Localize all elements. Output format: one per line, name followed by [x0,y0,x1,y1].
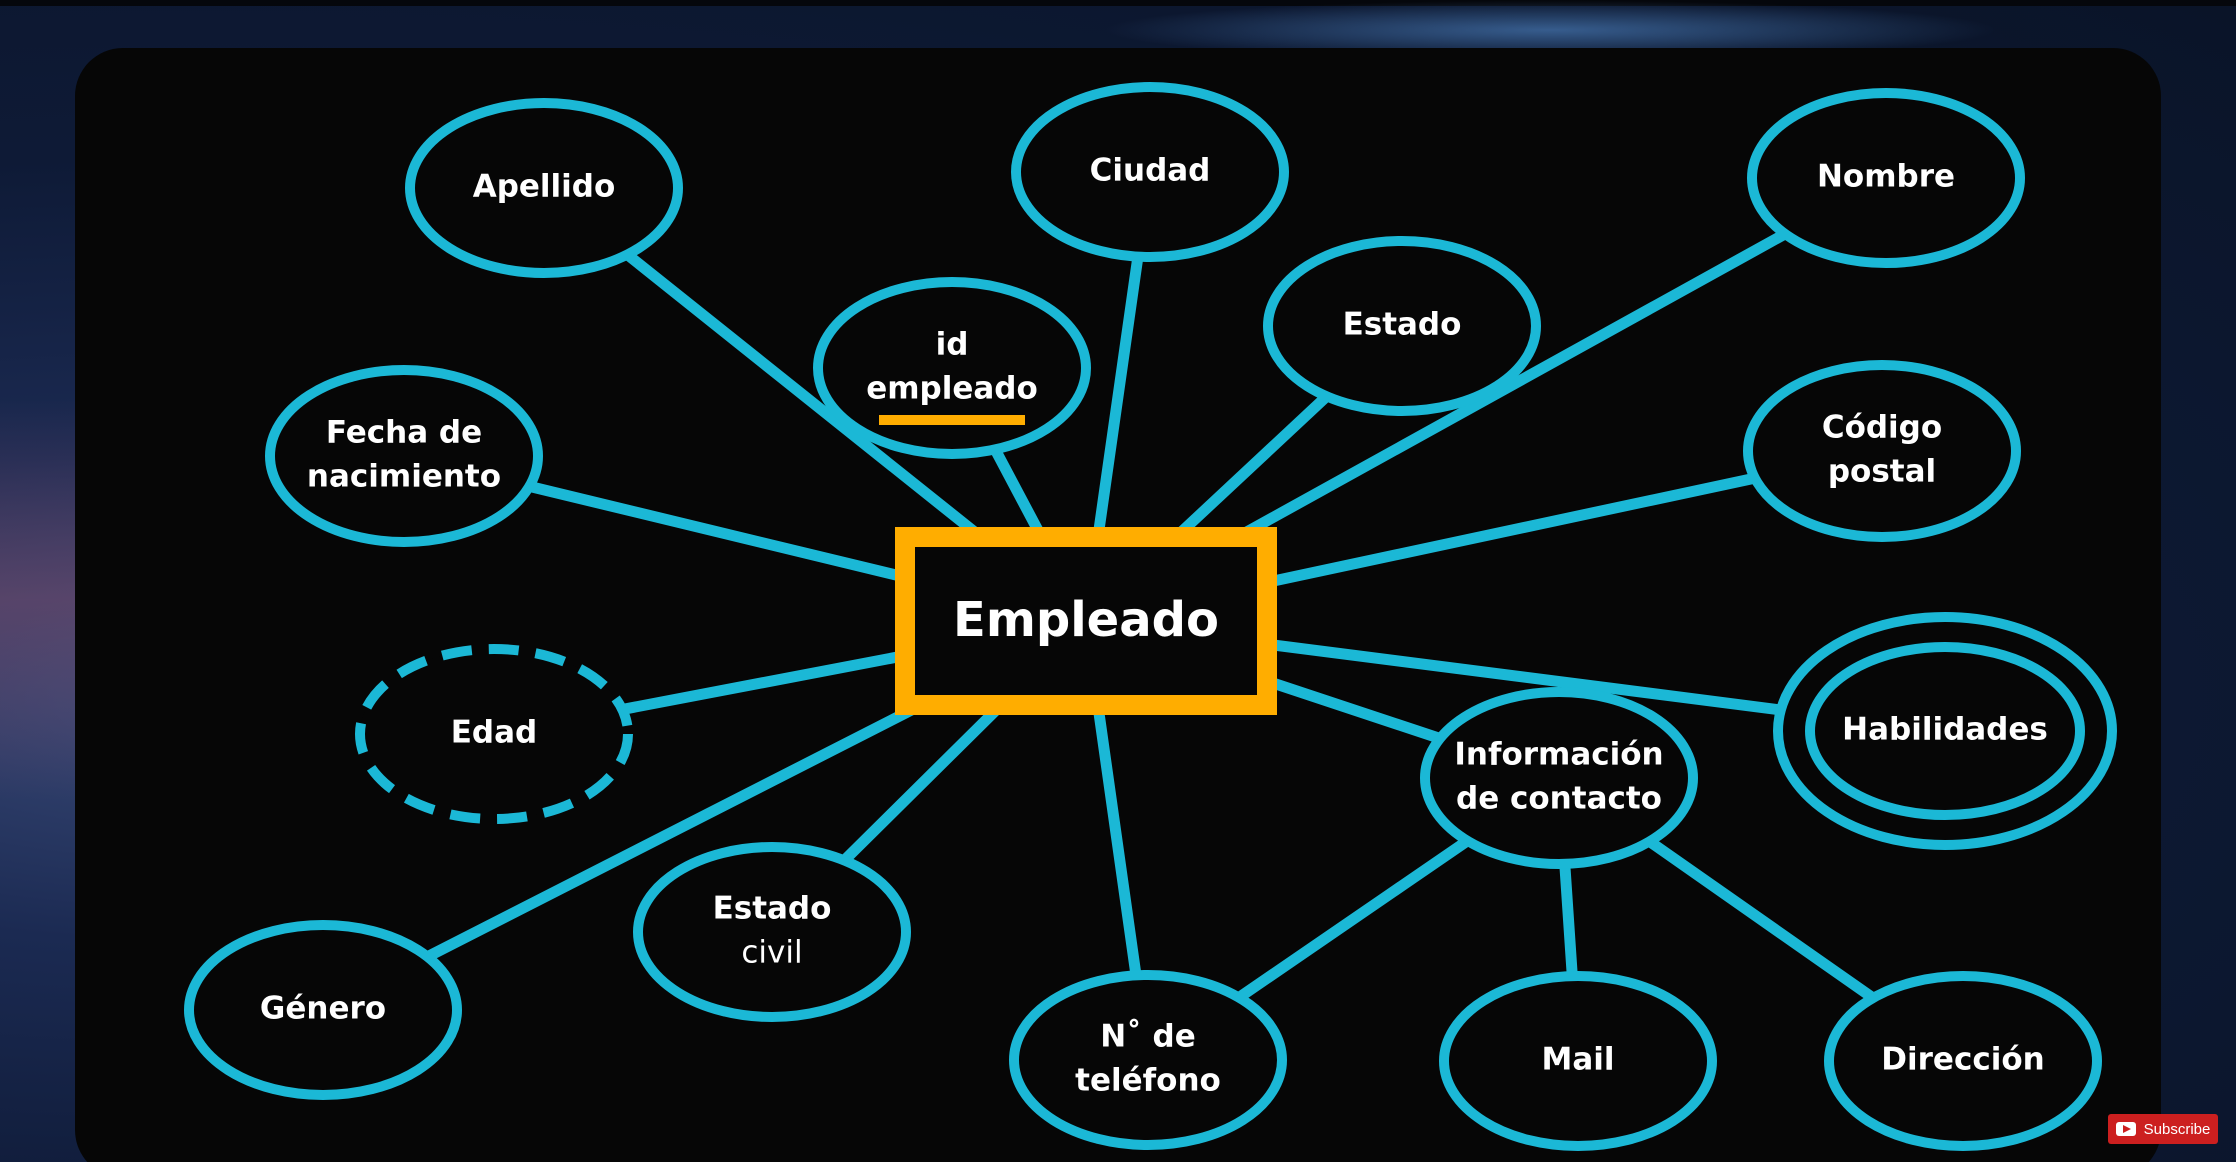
attribute-habilidades-inner-ellipse [1805,642,2085,820]
attribute-mail-background [1444,976,1712,1146]
attribute-fecha-de-nacimiento-label-line-2: nacimiento [307,459,501,495]
attribute-genero-background [189,925,457,1095]
attribute-informacion-de-contacto-label-line-2: de contacto [1456,781,1662,817]
entity-box [895,527,1277,715]
attribute-estado-label-line-1: Estado [1343,307,1462,343]
attribute-codigo-postal-label-line-2: postal [1828,454,1936,490]
attribute-codigo-postal-label-line-1: Código [1822,410,1942,446]
attribute-estado-civil-label-line-1: Estado [713,891,832,927]
youtube-icon [2115,1122,2136,1136]
attribute-habilidades-ellipse [1773,612,2117,850]
attribute-estado-civil: Estado civil [633,842,911,1022]
attribute-habilidades: Habilidades [1773,612,2117,850]
attribute-ciudad-background [1016,87,1284,257]
attribute-nombre-background [1752,93,2020,263]
subscribe-label: Subscribe [2143,1120,2211,1138]
attribute-id-empleado: id empleado [813,277,1091,459]
attribute-informacion-de-contacto-ellipse [1420,687,1698,869]
attribute-direccion-background [1829,976,2097,1146]
subscribe-button[interactable]: Subscribe [2108,1114,2218,1144]
background-glow [1100,0,2000,50]
attribute-estado-civil-background [638,847,906,1017]
attribute-numero-de-telefono-background [1014,975,1282,1145]
attribute-estado-ellipse [1263,236,1541,416]
attribute-estado-civil-label-line-2: civil [741,935,802,971]
attribute-id-empleado-background [818,282,1086,454]
attribute-ciudad: Ciudad [1011,82,1289,262]
attribute-apellido-background [410,103,678,273]
attribute-edad-label-line-1: Edad [451,715,537,751]
attribute-genero: Género [184,920,462,1100]
attribute-fecha-de-nacimiento-background [270,370,538,542]
attribute-codigo-postal: Código postal [1743,360,2021,542]
attribute-mail-label-line-1: Mail [1541,1042,1614,1078]
attribute-apellido-ellipse [405,98,683,278]
attribute-id-empleado-label-line-1: id [936,327,969,363]
attribute-direccion-ellipse [1824,971,2102,1151]
attribute-ciudad-ellipse [1011,82,1289,262]
attribute-codigo-postal-background [1748,365,2016,537]
attribute-numero-de-telefono-label-line-2: teléfono [1075,1063,1221,1099]
attribute-numero-de-telefono-ellipse [1009,970,1287,1150]
attribute-edad-ellipse [355,644,633,824]
background-glow-left [0,400,80,800]
attribute-fecha-de-nacimiento-label-line-1: Fecha de [326,415,482,451]
attribute-ciudad-label-line-1: Ciudad [1090,153,1211,189]
attribute-nombre-ellipse [1747,88,2025,268]
attribute-edad-background [360,649,628,819]
attribute-informacion-de-contacto: Información de contacto [1420,687,1698,869]
attribute-fecha-de-nacimiento: Fecha de nacimiento [265,365,543,547]
attribute-edad: Edad [355,644,633,824]
attribute-habilidades-background [1778,617,2112,845]
attribute-estado-civil-ellipse [633,842,911,1022]
attribute-numero-de-telefono-label-line-1: N˚ de [1100,1019,1195,1055]
attribute-estado: Estado [1263,236,1541,416]
attribute-nombre-label-line-1: Nombre [1817,159,1955,195]
attribute-genero-ellipse [184,920,462,1100]
attribute-informacion-de-contacto-label-line-1: Información [1454,737,1663,773]
attribute-direccion-label-line-1: Dirección [1881,1042,2044,1078]
attribute-informacion-de-contacto-background [1425,692,1693,864]
attribute-habilidades-label-line-1: Habilidades [1842,712,2048,748]
attribute-genero-label-line-1: Género [260,991,386,1027]
attribute-id-empleado-ellipse [813,277,1091,459]
attribute-estado-background [1268,241,1536,411]
attribute-id-empleado-label-line-2: empleado [866,371,1038,407]
entity-label: Empleado [953,592,1219,648]
entity-empleado: Empleado [895,527,1277,715]
attribute-fecha-de-nacimiento-ellipse [265,365,543,547]
attribute-apellido: Apellido [405,98,683,278]
attribute-direccion: Dirección [1824,971,2102,1151]
attribute-mail: Mail [1439,971,1717,1151]
attribute-apellido-label-line-1: Apellido [473,169,616,205]
attribute-numero-de-telefono: N˚ de teléfono [1009,970,1287,1150]
attribute-codigo-postal-ellipse [1743,360,2021,542]
attribute-nombre: Nombre [1747,88,2025,268]
attribute-mail-ellipse [1439,971,1717,1151]
